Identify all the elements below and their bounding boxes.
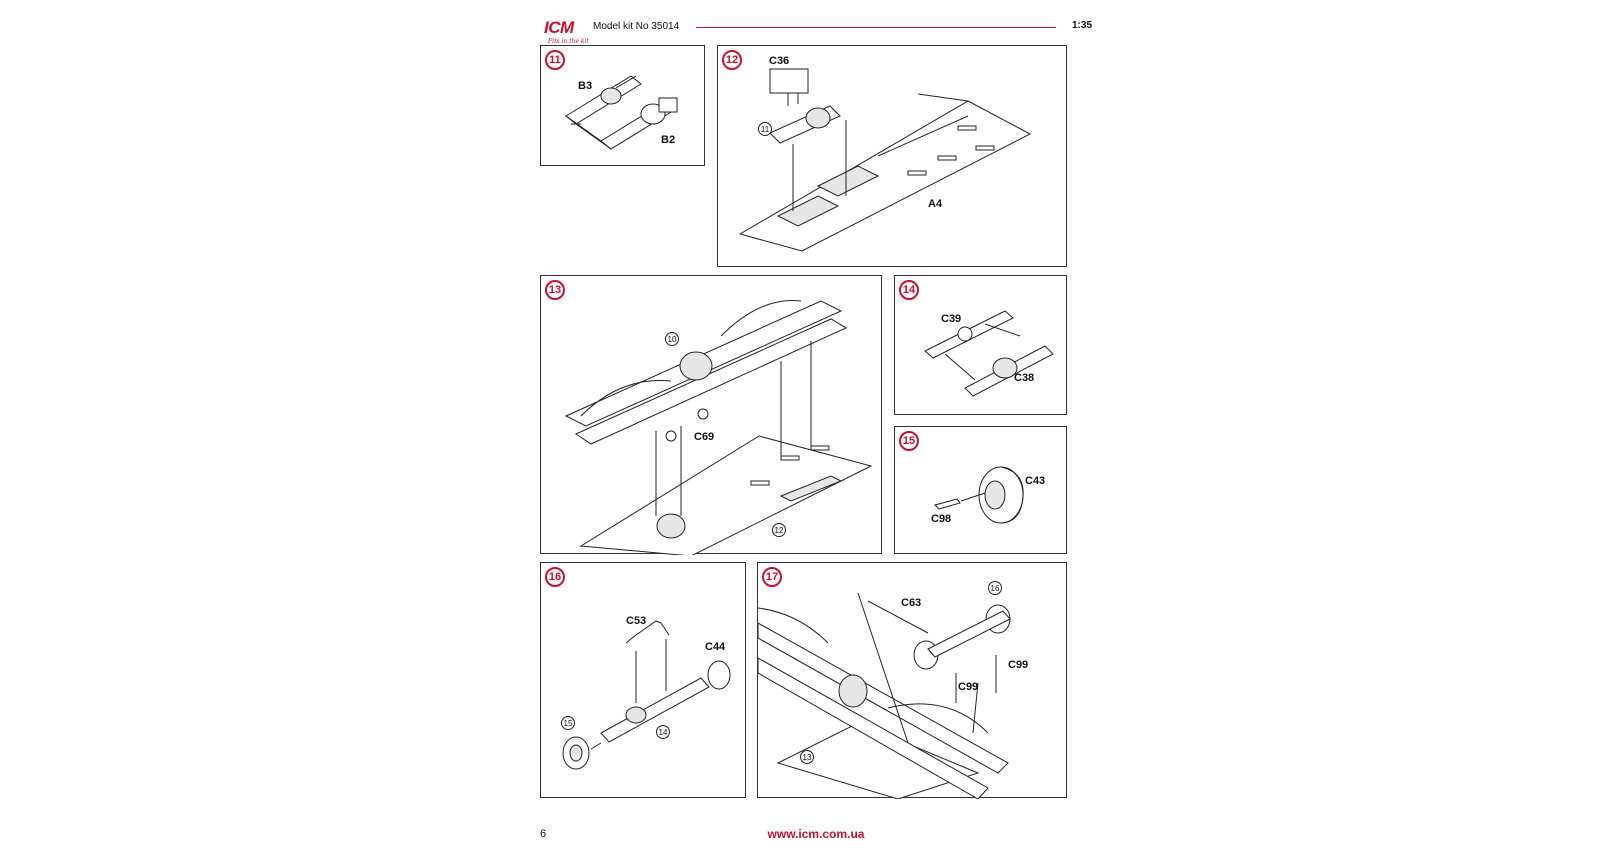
part-a4-label: A4 — [928, 198, 943, 210]
step-16-panel: 16 C53 C44 15 14 — [540, 562, 746, 798]
step-14-number: 14 — [899, 280, 919, 300]
step-11-number: 11 — [545, 50, 565, 70]
ref-step-13: 13 — [800, 750, 814, 764]
step-16-number: 16 — [545, 567, 565, 587]
icm-logo: ICM Fits in the kit — [540, 14, 590, 50]
step-12-panel: 12 C36 11 A4 — [717, 45, 1067, 267]
part-b2-label: B2 — [661, 134, 676, 146]
website-link[interactable]: www.icm.com.ua — [767, 827, 865, 841]
scale-label: 1:35 — [1071, 20, 1092, 31]
part-b3-label: B3 — [578, 80, 593, 92]
step-12-illustration — [738, 68, 1032, 252]
part-c63-label: C63 — [901, 597, 922, 609]
part-c98-label: C98 — [931, 513, 952, 525]
ref-step-16: 16 — [988, 581, 1002, 595]
step-17-panel: 17 C63 16 C99 C99 13 — [757, 562, 1067, 799]
step-16-illustration — [562, 620, 731, 770]
header-rule — [696, 27, 1056, 28]
step-14-illustration — [924, 310, 1054, 397]
ref-step-14: 14 — [656, 725, 670, 739]
step-13-illustration — [564, 299, 873, 555]
step-12-number: 12 — [722, 50, 742, 70]
step-14-panel: 14 C39 C38 — [894, 275, 1067, 415]
part-c69-label: C69 — [694, 431, 715, 443]
step-17-illustration — [758, 592, 1011, 799]
part-c99-label-left: C99 — [958, 681, 979, 693]
step-15-panel: 15 C43 C98 — [894, 426, 1067, 554]
ref-step-15: 15 — [561, 716, 575, 730]
step-15-number: 15 — [899, 431, 919, 451]
page-number: 6 — [540, 828, 547, 840]
step-11-panel: 11 B3 B2 — [540, 45, 705, 166]
part-c39-label: C39 — [941, 313, 962, 325]
logo-tagline: Fits in the kit — [548, 38, 589, 45]
instruction-page: ICM Fits in the kit Model kit No 35014 1… — [540, 12, 1092, 846]
step-13-panel: 13 10 C69 12 — [540, 275, 882, 555]
part-c43-label: C43 — [1025, 475, 1046, 487]
logo-text: ICM — [544, 18, 574, 37]
page-header: ICM Fits in the kit Model kit No 35014 1… — [540, 12, 1092, 52]
part-c38-label: C38 — [1014, 372, 1035, 384]
kit-label: Model kit No 35014 — [593, 21, 680, 32]
part-c36-label: C36 — [769, 55, 790, 67]
step-17-number: 17 — [762, 567, 782, 587]
part-c53-label: C53 — [626, 615, 647, 627]
step-15-illustration — [934, 466, 1024, 524]
part-c44-label: C44 — [705, 641, 726, 653]
step-11-illustration — [565, 75, 678, 150]
ref-step-10: 10 — [665, 332, 679, 346]
step-13-number: 13 — [545, 280, 565, 300]
ref-step-11: 11 — [758, 122, 772, 136]
ref-step-12: 12 — [772, 523, 786, 537]
part-c99-label-right: C99 — [1008, 659, 1029, 671]
